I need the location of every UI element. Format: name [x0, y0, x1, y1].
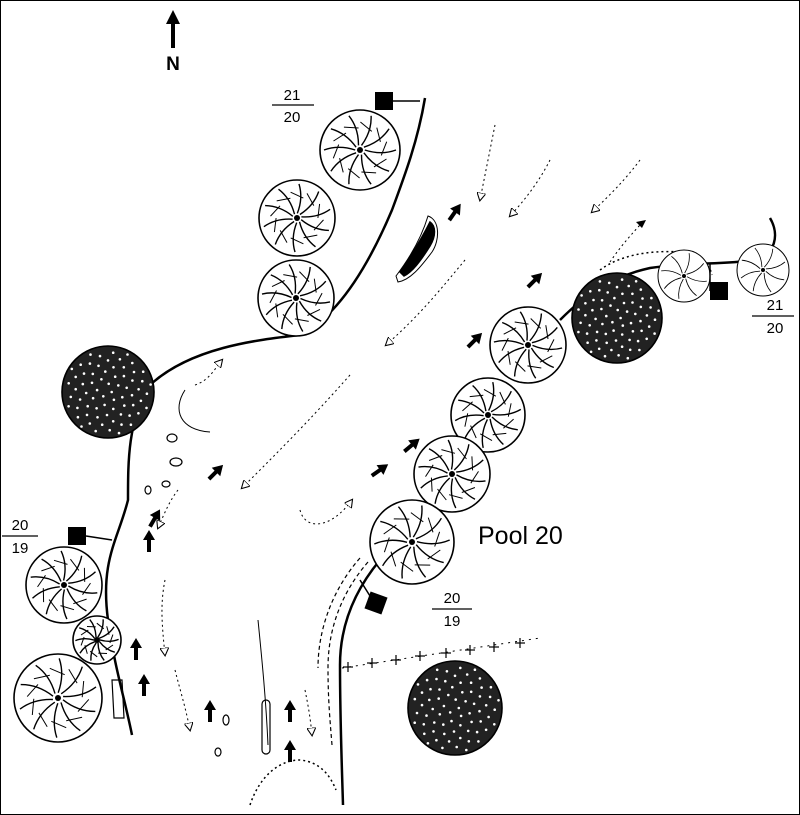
marker-upper: 20 [444, 590, 461, 607]
rocks [111, 433, 271, 757]
marker-square [710, 282, 728, 300]
marker-21-20-west: 21 20 [272, 87, 420, 126]
island-outline [395, 215, 438, 283]
tree-icon [13, 653, 103, 743]
marker-square [375, 92, 393, 110]
marker-20-19-west: 20 19 [2, 517, 113, 557]
north-letter: N [166, 54, 180, 75]
trees [13, 109, 790, 756]
tree-icon [369, 499, 455, 585]
tree-icon [736, 243, 790, 297]
east-shoreline-south [338, 559, 381, 806]
dotted-path-east [599, 250, 713, 276]
marker-lower: 20 [767, 320, 784, 337]
tree-icon [413, 435, 491, 513]
marker-20-19-east: 20 19 [359, 579, 472, 630]
flow-line-northeast [609, 224, 641, 263]
eddy-south [249, 759, 337, 806]
flow-line-south [257, 619, 269, 746]
tree-icon [319, 109, 401, 191]
marker-lower: 19 [12, 540, 29, 557]
current-arrows [130, 203, 543, 762]
tree-icon [72, 615, 122, 665]
eddy-curve [178, 389, 211, 433]
marker-upper: 21 [767, 297, 784, 314]
tree-icon [258, 179, 336, 257]
tree-icon [257, 259, 335, 337]
tree-icon [571, 272, 663, 364]
marker-square [364, 591, 388, 615]
tree-icon [25, 546, 103, 624]
bank-offset [327, 561, 369, 746]
channel-island [399, 220, 436, 277]
tree-icon [489, 306, 567, 384]
marker-upper: 21 [284, 87, 301, 104]
north-arrow: N [166, 10, 180, 75]
tree-icon [657, 249, 711, 303]
marker-lower: 20 [284, 109, 301, 126]
tree-icon [61, 345, 155, 439]
tree-icon [450, 377, 526, 453]
flow-lines [158, 124, 641, 735]
west-shoreline [104, 97, 427, 736]
marker-upper: 20 [12, 517, 29, 534]
marker-square [68, 527, 86, 545]
marker-lower: 19 [444, 613, 461, 630]
tree-icon [407, 660, 503, 756]
bank-offset-2 [317, 557, 361, 669]
fence-line [341, 637, 541, 672]
arrowhead-northeast [636, 220, 646, 228]
pool-label: Pool 20 [478, 522, 563, 550]
marker-21-20-east: 21 20 [709, 264, 794, 337]
